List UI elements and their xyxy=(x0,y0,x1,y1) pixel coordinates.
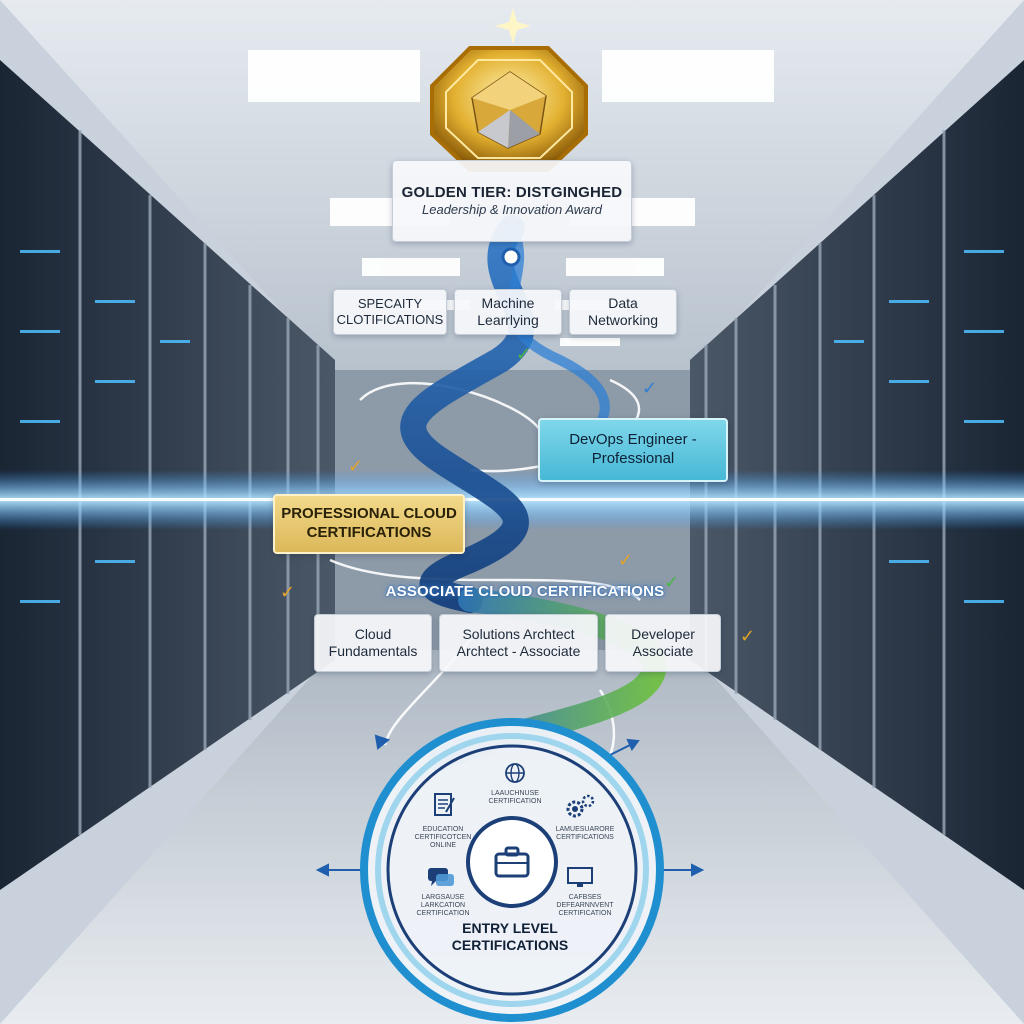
professional-cloud-box: PROFESSIONAL CLOUD CERTIFICATIONS xyxy=(273,494,465,554)
document-icon xyxy=(434,793,455,816)
check-icon: ✓ xyxy=(280,582,296,602)
segment-text: CERTIFICATION xyxy=(416,910,470,918)
developer-associate-line2: Associate xyxy=(632,643,694,659)
globe-icon xyxy=(505,763,525,783)
monitor-icon xyxy=(567,867,593,887)
machine-learning-line2: Learrlying xyxy=(477,312,539,328)
specialty-line2: CLOTIFICATIONS xyxy=(336,312,444,327)
data-networking-box: Data Networking xyxy=(569,289,677,335)
segment-text: ONLINE xyxy=(429,842,457,850)
check-icon: ✓ xyxy=(348,456,364,476)
segment-label-1: LAAUCHNUSE CERTIFICATION xyxy=(470,790,560,806)
devops-engineer-box: DevOps Engineer - Professional xyxy=(538,418,728,482)
specialty-certifications-box: SPECAITY CLOTIFICATIONS xyxy=(333,289,447,335)
professional-line1: PROFESSIONAL CLOUD xyxy=(281,505,457,523)
cloud-fundamentals-box: Cloud Fundamentals xyxy=(314,614,432,672)
specialty-line1: SPECAITY xyxy=(357,295,423,311)
award-badge xyxy=(430,8,588,172)
segment-label-4: LARGSAUSE LARKCATION CERTIFICATION xyxy=(398,894,488,918)
award-title-box: GOLDEN TIER: DISTGINGHED Leadership & In… xyxy=(392,160,632,242)
devops-line1: DevOps Engineer - xyxy=(569,431,697,449)
data-networking-line2: Networking xyxy=(587,312,659,328)
segment-text: EDUCATION xyxy=(422,826,464,833)
professional-line2: CERTIFICATIONS xyxy=(306,524,432,541)
check-icon: ✓ xyxy=(642,378,658,398)
entry-title-line2: CERTIFICATIONS xyxy=(451,936,569,953)
entry-title-line1: ENTRY LEVEL xyxy=(462,920,558,936)
segment-text: CERTIFICATION xyxy=(488,798,542,806)
award-subtitle: Leadership & Innovation Award xyxy=(422,202,602,218)
segment-text: CERTIFICATIONS xyxy=(556,834,614,842)
developer-associate-box: Developer Associate xyxy=(605,614,721,672)
developer-associate-line1: Developer xyxy=(631,625,695,642)
segment-label-5: EDUCATION CERTIFICOTCEN ONLINE xyxy=(398,826,488,850)
check-icon: ✓ xyxy=(664,572,680,592)
segment-text: LARKCATION xyxy=(420,902,466,910)
check-icon: ✓ xyxy=(516,344,532,364)
devops-line2: Professional xyxy=(591,450,675,467)
data-networking-line1: Data xyxy=(608,294,638,311)
segment-text: DEFEARNNVENT xyxy=(556,902,614,910)
solutions-architect-line1: Solutions Archtect xyxy=(462,625,575,642)
solutions-architect-box: Solutions Archtect Archtect - Associate xyxy=(439,614,598,672)
check-icon: ✓ xyxy=(740,626,756,646)
segment-label-2: LAMUESUARORE CERTIFICATIONS xyxy=(540,826,630,842)
gears-icon xyxy=(566,794,595,818)
briefcase-icon xyxy=(494,846,530,878)
machine-learning-box: Machine Learrlying xyxy=(454,289,562,335)
chat-icon xyxy=(428,868,454,886)
solutions-architect-line2: Archtect - Associate xyxy=(456,643,581,659)
segment-text: CERTIFICATION xyxy=(558,910,612,918)
associate-title: ASSOCIATE CLOUD CERTIFICATIONS xyxy=(385,583,665,600)
segment-text: CERTIFICOTCEN xyxy=(414,834,472,842)
segment-text: LAMUESUARORE xyxy=(555,826,615,833)
cloud-fundamentals-line2: Fundamentals xyxy=(328,643,418,659)
machine-learning-line1: Machine xyxy=(481,294,535,311)
segment-text: CAFBSES xyxy=(568,894,602,901)
cloud-fundamentals-line1: Cloud xyxy=(354,625,392,642)
entry-level-title: ENTRY LEVEL CERTIFICATIONS xyxy=(420,920,600,954)
award-title: GOLDEN TIER: DISTGINGHED xyxy=(401,183,623,201)
segment-text: LAAUCHNUSE xyxy=(491,790,539,797)
segment-label-3: CAFBSES DEFEARNNVENT CERTIFICATION xyxy=(540,894,630,918)
segment-text: LARGSAUSE xyxy=(421,894,465,901)
check-icon: ✓ xyxy=(618,550,634,570)
